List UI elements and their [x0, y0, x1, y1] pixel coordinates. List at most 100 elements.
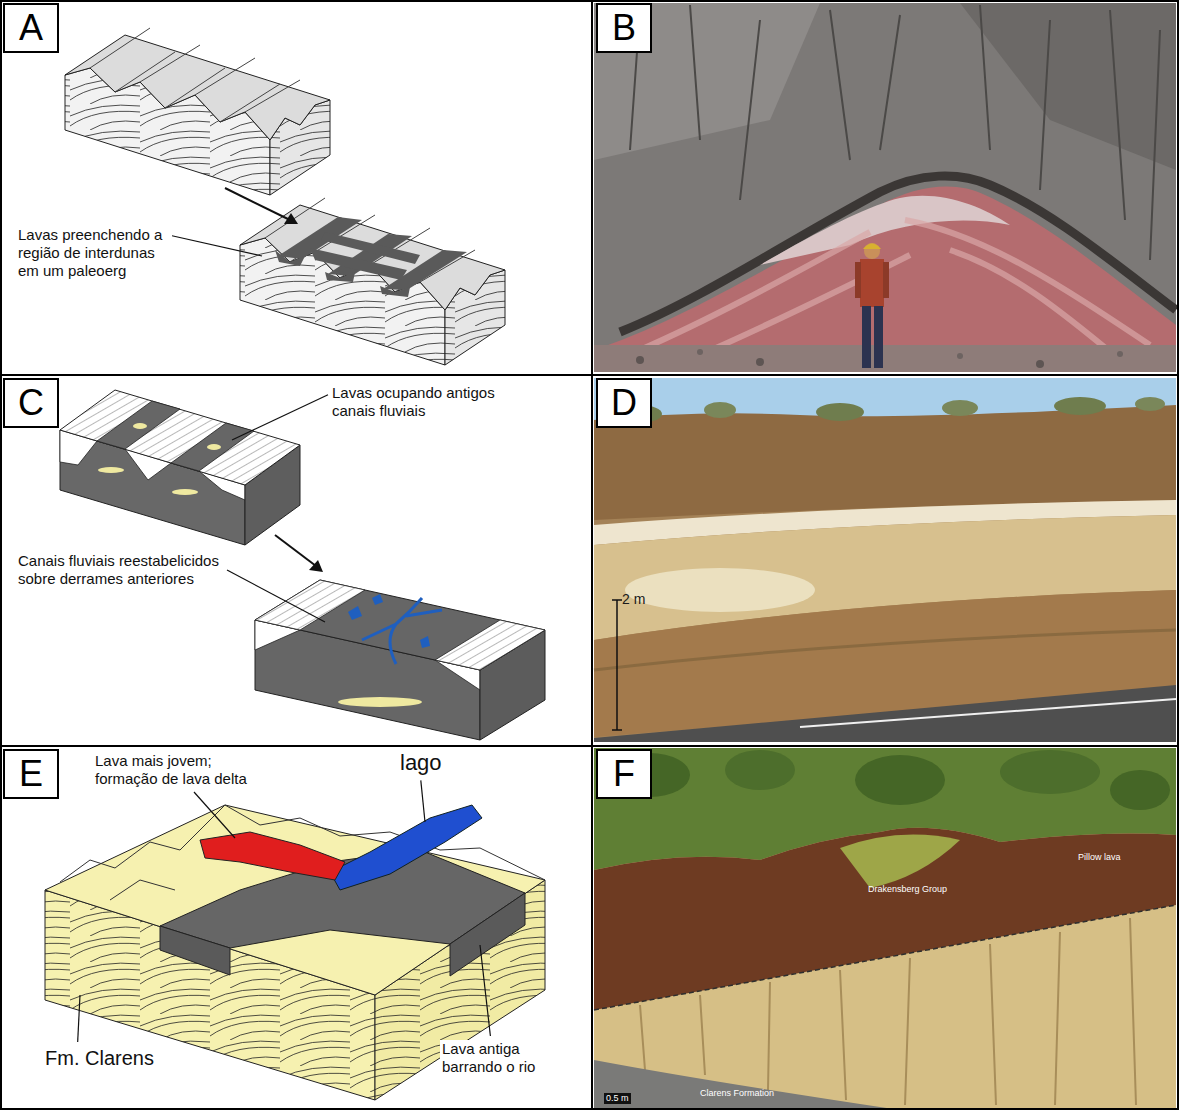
panel-c-illustration	[133, 423, 147, 429]
photo-f-contact	[594, 748, 1176, 1109]
photo-d-road-cut	[1135, 397, 1165, 411]
panel-c-illustration	[435, 620, 545, 670]
lava-block	[380, 286, 410, 297]
panel-letter: B	[612, 8, 636, 48]
leader-line	[78, 995, 80, 1042]
scale-bar	[616, 600, 618, 730]
panel-a-illustration	[284, 213, 298, 224]
panel-letter: A	[19, 8, 43, 48]
photo-b-dune-outcrop	[697, 349, 703, 355]
panel-c-illustration	[435, 620, 545, 670]
photo-b-dune-outcrop	[1036, 360, 1044, 368]
photo-f-contact	[1000, 750, 1100, 794]
person	[863, 244, 881, 250]
annotation-label: 0.5 m	[604, 1093, 631, 1104]
photo-b-dune-outcrop	[957, 353, 963, 359]
lava-block	[240, 198, 505, 365]
photo-f-contact	[840, 835, 960, 888]
panel-e-illustration	[450, 893, 525, 976]
person	[883, 262, 889, 298]
photo-b-dune-outcrop	[594, 3, 1176, 372]
scale-bar	[612, 600, 622, 730]
annotation-label: 2 m	[622, 591, 645, 608]
photo-d-road-cut	[625, 568, 815, 612]
panel-letter: D	[611, 383, 637, 423]
photo-b-dune-outcrop	[640, 220, 1150, 360]
photo-f-contact	[594, 828, 1176, 1010]
person	[855, 262, 861, 298]
person	[855, 243, 889, 368]
annotation-label: lago	[400, 750, 442, 776]
photo-f-contact	[855, 755, 945, 805]
photo-b-dune-outcrop	[960, 3, 1176, 170]
panel-letter: C	[18, 383, 44, 423]
panel-e-illustration	[330, 805, 482, 890]
scale-bar	[612, 599, 622, 601]
annotation-label: Fm. Clarens	[45, 1046, 154, 1070]
photo-f-contact	[725, 750, 795, 790]
panel-c-illustration	[309, 560, 323, 572]
person	[862, 306, 871, 368]
annotation-label: Lavas preenchendo a região de interdunas…	[18, 226, 168, 280]
panel-c-illustration	[255, 580, 365, 630]
photo-d-road-cut	[594, 630, 1176, 670]
person	[864, 243, 880, 259]
lava-block	[321, 232, 420, 264]
panel-letter-box: C	[3, 378, 59, 428]
panel-c-illustration	[420, 636, 430, 648]
photo-d-road-cut	[594, 685, 1176, 742]
panel-e-illustration	[45, 805, 545, 995]
photo-d-road-cut	[942, 400, 978, 416]
photo-f-contact	[640, 918, 1136, 1105]
panel-c-illustration	[171, 423, 254, 471]
panel-c-illustration	[98, 467, 124, 473]
lava-block	[240, 198, 505, 365]
panel-c-illustration	[207, 444, 221, 450]
photo-b-dune-outcrop	[594, 3, 820, 160]
panel-c-illustration	[60, 390, 300, 485]
panel-letter-box: B	[596, 3, 652, 53]
photo-b-dune-outcrop	[636, 356, 644, 364]
photo-d-road-cut	[704, 402, 736, 418]
leader-line	[421, 780, 425, 822]
person	[860, 259, 884, 307]
panel-c-illustration	[97, 401, 180, 449]
photo-b-dune-outcrop	[760, 196, 1010, 265]
lava-block	[325, 272, 355, 282]
annotation-label: Clarens Formation	[700, 1088, 774, 1099]
annotation-label: Drakensberg Group	[868, 884, 947, 895]
photo-d-road-cut	[800, 699, 1176, 727]
photo-d-road-cut	[594, 378, 1176, 742]
panel-c-illustration	[275, 535, 316, 566]
photo-f-contact	[594, 905, 1176, 1010]
annotation-label: Canais fluviais reestabelicidos sobre de…	[18, 552, 223, 588]
panel-a-illustration	[225, 188, 290, 220]
photo-d-road-cut	[816, 403, 864, 421]
photo-f-contact	[1110, 770, 1170, 810]
scale-bar	[612, 729, 622, 731]
panel-letter-box: A	[3, 3, 59, 53]
panel-letter-box: E	[3, 749, 59, 799]
panel-c-illustration	[362, 598, 442, 664]
panel-c-illustration	[172, 489, 198, 495]
leader-line	[227, 570, 325, 622]
leader-line	[172, 236, 262, 256]
leader-line	[232, 395, 328, 440]
annotation-label: Lavas ocupando antigos canais fluviais	[332, 384, 517, 420]
leader-line	[480, 945, 490, 1036]
panel-a-illustration	[65, 28, 505, 365]
photo-d-road-cut	[594, 378, 1176, 742]
panel-c-illustration	[348, 606, 362, 620]
annotation-label: Pillow lava	[1078, 852, 1121, 863]
person	[874, 306, 883, 368]
panel-letter-box: D	[596, 378, 652, 428]
photo-d-road-cut	[594, 378, 1176, 420]
photo-d-road-cut	[1054, 397, 1106, 415]
panel-a-illustration	[65, 28, 330, 195]
photo-f-contact	[594, 748, 1176, 1109]
panel-letter-box: F	[596, 749, 652, 799]
lava-block	[275, 250, 305, 266]
panel-frame	[591, 0, 593, 1110]
